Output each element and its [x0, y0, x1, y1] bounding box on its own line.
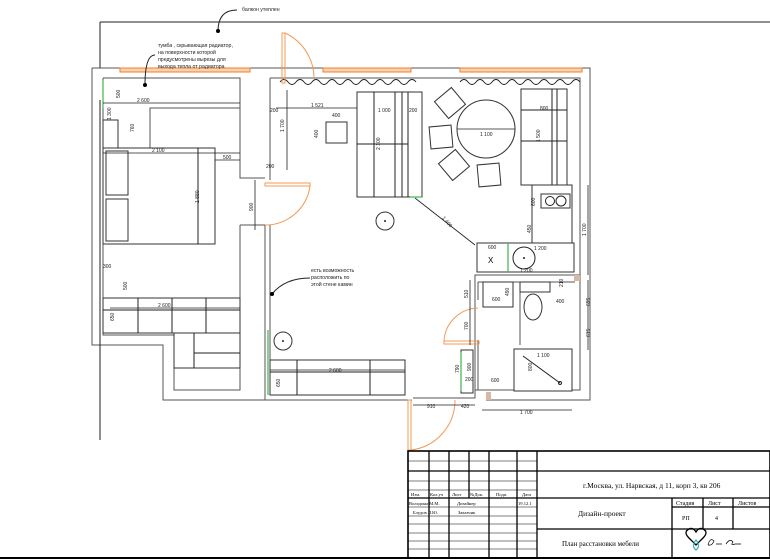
annotation-line: предусмотрены вырезы для — [158, 57, 226, 63]
drawing-title: План расстановки мебели — [562, 540, 639, 548]
title-block: Изм. Кол.уч Лист №Док. Подп. Дата Володи… — [0, 450, 770, 559]
dim-label: 200 — [266, 164, 275, 170]
stage-value: РП — [682, 516, 690, 522]
dim-label: 1 521 — [311, 103, 324, 109]
bed — [102, 147, 216, 245]
dim-label: 500 — [223, 155, 232, 161]
annotation-line: выхода тепла от радиатора — [158, 64, 225, 70]
dim-label: 1 000 — [378, 108, 391, 114]
dim-label: 800 — [528, 362, 534, 371]
dim-label: 2 100 — [152, 148, 165, 154]
dim-label: 210 — [559, 278, 565, 287]
dim-label: 600 — [492, 297, 501, 303]
dim-label: 910 — [427, 404, 436, 410]
dim-label: 300 — [103, 264, 112, 270]
dim-label: 1 700 — [520, 410, 533, 416]
header-cell: Дата — [522, 492, 531, 497]
annotation-line: есть возможность — [311, 268, 354, 274]
tv-unit — [269, 359, 406, 396]
dining-set — [428, 86, 516, 188]
person-name: Блудов Л.Ю. — [413, 510, 438, 515]
callout-balcony: балкон утеплен — [216, 7, 280, 33]
callout-radiator: тумба , скрывающая радиатор, на поверхно… — [143, 43, 233, 87]
balcony — [99, 21, 770, 68]
dim-label: 600 — [491, 378, 500, 384]
dim-label: 2 100 — [376, 137, 382, 150]
dim-label: 650 — [110, 312, 116, 321]
dim-label: 2 600 — [329, 368, 342, 374]
annotation-line: расположить по — [311, 275, 350, 281]
kitchen — [476, 184, 575, 273]
sink-mark: X — [488, 256, 494, 265]
dim-label: 1 100 — [537, 353, 550, 359]
sheet-header: Лист — [708, 501, 721, 507]
kitchen-sofa — [520, 88, 568, 186]
dim-label: 700 — [464, 321, 470, 330]
windows — [119, 67, 583, 85]
dim-label: 400 — [556, 299, 565, 305]
wardrobe — [102, 119, 241, 369]
dim-label: 1 700 — [280, 119, 286, 132]
dim-label: 490 — [505, 287, 511, 296]
dim-label: 1 500 — [536, 129, 542, 142]
dim-label: 1 700 — [582, 223, 588, 236]
person-role: Заказчик — [458, 510, 476, 515]
dim-label: 450 — [527, 224, 533, 233]
dim-label: 600 — [488, 245, 497, 251]
dimension-labels: 2 600 500 1 300 760 2 100 500 1 880 900 … — [103, 89, 592, 416]
studio-logo — [685, 527, 741, 551]
project-type: Дизайн-проект — [578, 509, 626, 518]
dim-label: 600 — [531, 197, 537, 206]
bathroom-fixtures — [460, 281, 573, 394]
dim-label: 760 — [130, 123, 136, 132]
header-cell: №Док. — [470, 492, 483, 497]
header-cell: Кол.уч — [430, 492, 444, 497]
dim-label: 500 — [116, 89, 122, 98]
dim-label: 615 — [586, 328, 592, 337]
dim-label: 1 880 — [195, 190, 201, 203]
annotation-line: тумба , скрывающая радиатор, — [158, 43, 233, 49]
dimension-lines — [103, 90, 589, 411]
address: г.Москва, ул. Нарвская, д 11, корп 3, кв… — [583, 481, 721, 490]
sheets-header: Листов — [738, 501, 756, 507]
dim-label: 1 300 — [107, 107, 113, 120]
dim-label: 900 — [249, 202, 255, 211]
dim-label: 2 600 — [137, 98, 150, 104]
dim-label: 695 — [586, 297, 592, 306]
annotation-line: на поверхности которой — [158, 49, 216, 56]
annotation-line: этой стене камин — [311, 281, 353, 288]
dim-label: 400 — [314, 129, 320, 138]
pouf — [325, 121, 348, 144]
person-role: Дизайнер — [457, 501, 476, 506]
dim-label: 790 — [455, 364, 461, 373]
dim-label: 200 — [270, 108, 279, 114]
dim-label: 510 — [464, 289, 470, 298]
person-name: Володина М.М. — [409, 501, 440, 506]
dim-label: 900 — [467, 362, 473, 371]
callout-fireplace: есть возможность расположить по этой сте… — [270, 268, 354, 296]
dim-label: 2 600 — [158, 303, 171, 309]
dim-label: 500 — [123, 281, 129, 290]
sofa — [356, 91, 423, 198]
date: 19.12.1 — [518, 501, 532, 506]
header-cell: Подп. — [496, 492, 507, 497]
dim-label: 400 — [332, 113, 341, 119]
dim-label: 650 — [276, 378, 282, 387]
dim-label: 800 — [540, 106, 549, 112]
annotation-balcony: балкон утеплен — [242, 7, 280, 13]
sheet-value: 4 — [715, 516, 718, 522]
plants — [273, 211, 395, 351]
dim-label: 200 — [409, 108, 418, 114]
header-cell: Лист — [452, 492, 462, 497]
dim-label: 200 — [465, 377, 474, 383]
stage-header: Стадия — [676, 501, 695, 507]
header-cell: Изм. — [411, 492, 420, 497]
dim-label: 1 200 — [520, 268, 533, 274]
dim-label: 1 100 — [480, 132, 493, 138]
dim-label: 1 400 — [440, 215, 453, 229]
dim-label: 420 — [461, 404, 470, 410]
dim-label: 1 200 — [534, 246, 547, 252]
